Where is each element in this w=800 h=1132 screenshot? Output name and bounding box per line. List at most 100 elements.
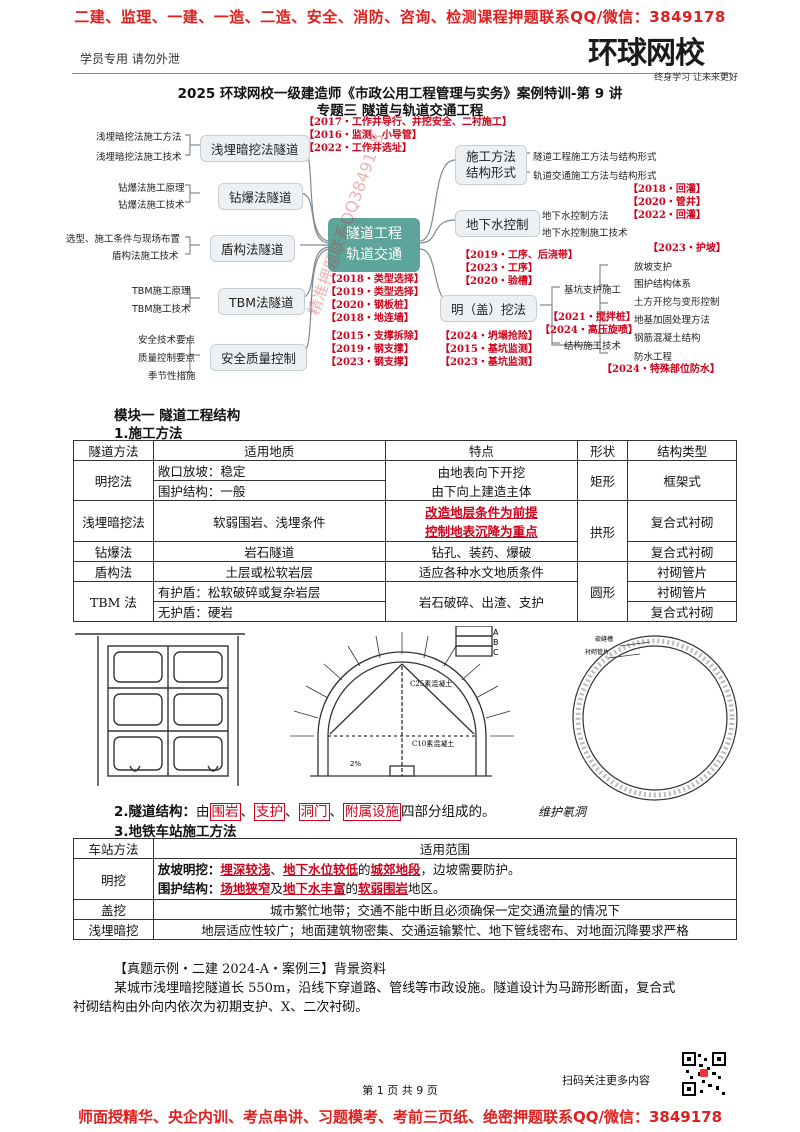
module-title: 模块一 隧道工程结构: [114, 408, 241, 424]
mindmap-center-line1: 隧道工程: [346, 226, 402, 242]
table-row: 浅埋暗挖法 软弱围岩、浅埋条件 改造地层条件为前提控制地表沉降为重点 拱形 复合…: [73, 500, 737, 562]
highlight-text: 地下水位较低: [282, 862, 358, 877]
tag: 【2019・类型选择】: [326, 287, 424, 298]
table-cell: 浅埋暗挖: [73, 919, 154, 940]
highlight-text: 埋深较浅: [220, 862, 271, 877]
mindmap-leaf: 轨道交通施工方法与结构形式: [533, 171, 657, 182]
label-a: A: [493, 628, 499, 637]
table-cell: 地层适应性较广；地面建筑物密集、交通运输繁忙、地下管线密布、对地面沉降要求严格: [152, 919, 738, 940]
table-row: 明挖 放坡明挖：埋深较浅、地下水位较低的城郊地段，边坡需要防护。 围护结构：场地…: [73, 858, 738, 900]
top-banner: 二建、监理、一建、一造、二造、安全、消防、咨询、检测课程押题联系QQ/微信：38…: [74, 8, 726, 26]
table-cell: 敞口放坡：稳定: [152, 460, 386, 481]
tag: 【2019・钢支撑】: [326, 344, 414, 355]
tag: 【2019・工序、后浇带】: [460, 250, 578, 261]
tag: 【2023・基坑监测】: [440, 357, 538, 368]
mindmap-node-method-line1: 施工方法: [466, 149, 517, 164]
table-cell: 改造地层条件为前提控制地表沉降为重点: [384, 500, 579, 542]
frame-structure-figure: [75, 633, 245, 786]
logo: 环球网校 终身学习 让未来更好: [588, 28, 738, 83]
mindmap-leaf: 浅埋暗挖法施工方法: [96, 132, 182, 143]
mindmap-leaf: TBM施工原理: [132, 286, 191, 297]
mindmap-node-method: 施工方法 结构形式: [455, 145, 528, 185]
text: 地区。: [407, 881, 446, 896]
table-cell: 浅埋暗挖法: [73, 500, 154, 542]
table-row: 明挖法 敞口放坡：稳定 由地表向下开挖由下向上建造主体 矩形 框架式: [73, 460, 737, 501]
label-b: B: [493, 638, 499, 647]
tag: 【2020・管井】: [628, 197, 706, 208]
table-header: 车站方法: [73, 838, 154, 859]
highlight-item: 洞门: [298, 803, 330, 821]
doc-title: 2025 环球网校一级建造师《市政公用工程管理与实务》案例特训-第 9 讲: [177, 86, 623, 102]
mindmap-node-drill: 钻爆法隧道: [218, 183, 303, 210]
table-cell: 盾构法: [73, 561, 154, 582]
table-cell: 复合式衬砌: [627, 500, 737, 542]
tag: 【2015・基坑监测】: [440, 344, 538, 355]
case-paragraph-line1: 某城市浅埋暗挖隧道长 550m，沿线下穿道路、管线等市政设施。隧道设计为马蹄形断…: [114, 981, 676, 996]
label-slope: 2%: [350, 760, 361, 768]
mindmap-leaf: 结构施工技术: [564, 341, 622, 352]
tag: 【2023・钢支撑】: [326, 357, 414, 368]
table-cell: 盖挖: [73, 899, 154, 920]
highlight-text: 软弱围岩: [357, 881, 408, 896]
segment-ring-figure: [572, 635, 738, 801]
table-cell-line: 围护结构：场地狭窄及地下水丰富的软弱围岩地区。: [158, 879, 732, 898]
label-c: C: [493, 648, 499, 657]
table-cell: 矩形: [577, 460, 629, 501]
tag: 【2024・特殊部位防水】: [602, 364, 720, 375]
student-note: 学员专用 请勿外泄: [80, 52, 180, 66]
table-cell: 框架式: [627, 460, 737, 501]
header-divider: [72, 73, 732, 74]
tag: 【2015・支撑拆除】: [326, 331, 424, 342]
table-cell: 放坡明挖：埋深较浅、地下水位较低的城郊地段，边坡需要防护。 围护结构：场地狭窄及…: [152, 858, 738, 900]
label-concrete: C25素混凝土: [410, 679, 452, 688]
table-cell: 复合式衬砌: [627, 541, 737, 562]
mindmap-node-shallow: 浅埋暗挖法隧道: [200, 135, 310, 162]
table-cell: 圆形: [577, 561, 629, 622]
section-2-title: 2.隧道结构：: [114, 804, 197, 820]
tag: 【2024・高压旋喷】: [540, 325, 638, 336]
tag: 【2020・验槽】: [460, 276, 538, 287]
bottom-banner: 师面授精华、央企内训、考点串讲、习题模考、考前三页纸、绝密押题联系QQ/微信：3…: [77, 1108, 723, 1126]
table-cell: 明挖法: [73, 460, 154, 501]
mindmap-leaf: 钻爆法施工技术: [118, 200, 185, 211]
case-paragraph-line2: 衬砌结构由外向内依次为初期支护、X、二次衬砌。: [73, 1000, 369, 1015]
table-cell: 钻爆法: [73, 541, 154, 562]
tag: 【2023・工序】: [460, 263, 538, 274]
mindmap-node-shield: 盾构法隧道: [210, 235, 295, 262]
table-row: 无护盾：硬岩 复合式衬砌: [74, 601, 737, 622]
mindmap-node-groundwater: 地下水控制: [455, 210, 540, 237]
mindmap-leaf: 隧道工程施工方法与结构形式: [533, 152, 657, 163]
table-cell: 岩石破碎、出渣、支护: [384, 581, 579, 622]
tag: 【2018・类型选择】: [326, 274, 424, 285]
text: 的: [345, 881, 358, 896]
tag: 【2023・护坡】: [648, 243, 726, 254]
mindmap-center-line2: 轨道交通: [346, 247, 402, 263]
tag: 【2024・坍塌抢险】: [440, 331, 538, 342]
mindmap-node-open-cut: 明（盖）挖法: [440, 295, 538, 322]
table-cell: 明挖: [73, 858, 154, 900]
tag: 【2018・回灌】: [628, 184, 706, 195]
table-row: 钻爆法 岩石隧道 钻孔、装药、爆破 复合式衬砌: [73, 541, 737, 562]
highlight-item: 附属设施: [343, 803, 402, 821]
mindmap-leaf: 放坡支护: [634, 262, 673, 273]
table-row: 围护结构：一般: [74, 480, 737, 501]
table-cell: 城市繁忙地带；交通不能中断且必须确保一定交通流量的情况下: [152, 899, 738, 920]
table-cell: 衬砌管片: [627, 581, 737, 602]
table-cell: 拱形: [577, 500, 629, 562]
section-1-title: 1.施工方法: [114, 426, 183, 442]
table-header: 形状: [577, 440, 629, 461]
mindmap-leaf: 钢筋混凝土结构: [634, 333, 701, 344]
tunnel-figures: A B C C25素混凝土 C10素混凝土 2% 嵌缝槽 衬砌管片: [75, 626, 738, 801]
mindmap-leaf: 质量控制要点: [138, 353, 196, 364]
methods-table: 隧道方法 适用地质 特点 形状 结构类型 明挖法 敞口放坡：稳定 由地表向下开挖…: [73, 440, 737, 622]
mindmap-leaf: 防水工程: [634, 352, 673, 363]
tag: 【2020・钢板桩】: [326, 300, 414, 311]
table-cell-line: 由地表向下开挖: [437, 464, 526, 480]
mindmap-leaf: 围护结构体系: [634, 279, 692, 290]
table-cell: 适应各种水文地质条件: [384, 561, 579, 582]
table-cell-line: 放坡明挖：埋深较浅、地下水位较低的城郊地段，边坡需要防护。: [158, 860, 732, 879]
mindmap-leaf: 安全技术要点: [138, 335, 196, 346]
text: 、: [270, 862, 283, 877]
table-cell: 复合式衬砌: [627, 601, 737, 622]
mindmap-leaf: 基坑支护施工: [564, 285, 622, 296]
